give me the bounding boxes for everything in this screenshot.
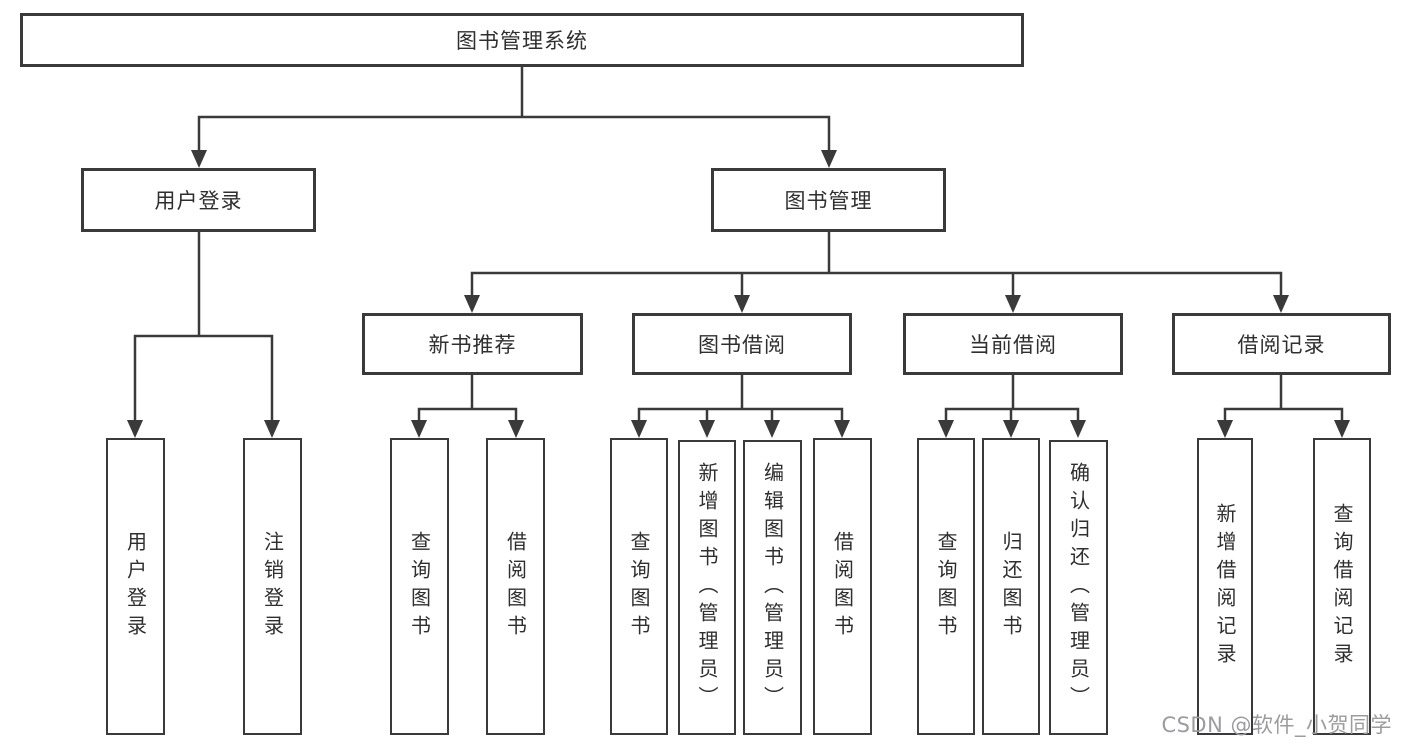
- leaf-confirm-return-admin: 确认归还（管理员）: [1049, 440, 1108, 735]
- node-current-borrowing: 当前借阅: [903, 313, 1123, 375]
- leaf-label: 查询图书: [407, 530, 432, 643]
- node-label: 图书管理: [784, 189, 873, 213]
- leaf-borrow-books: 借阅图书: [813, 438, 872, 735]
- node-user-login: 用户登录: [81, 168, 316, 232]
- leaf-query-books-recommend: 查询图书: [390, 438, 449, 735]
- leaf-user-login: 用户登录: [106, 438, 165, 735]
- watermark: CSDN @软件_小贺同学: [1161, 713, 1392, 737]
- node-label: 新书推荐: [428, 333, 517, 357]
- leaf-edit-books-admin: 编辑图书（管理员）: [743, 440, 802, 735]
- leaf-add-borrow-record: 新增借阅记录: [1197, 438, 1253, 735]
- node-borrowing-records: 借阅记录: [1172, 313, 1391, 375]
- leaf-label: 查询借阅记录: [1330, 502, 1354, 671]
- node-library-management-system: 图书管理系统: [20, 13, 1024, 67]
- node-label: 借阅记录: [1237, 333, 1326, 357]
- leaf-return-books: 归还图书: [982, 438, 1040, 735]
- leaf-label: 编辑图书（管理员）: [760, 461, 785, 714]
- node-book-management: 图书管理: [711, 168, 946, 232]
- leaf-borrow-books-recommend: 借阅图书: [486, 438, 545, 735]
- leaf-label: 查询图书: [934, 530, 958, 643]
- leaf-label: 用户登录: [123, 530, 148, 643]
- leaf-query-books-current: 查询图书: [917, 438, 975, 735]
- node-label: 图书借阅: [698, 333, 786, 357]
- node-label: 当前借阅: [969, 333, 1057, 357]
- arrowheads: [127, 150, 1350, 438]
- leaf-logout: 注销登录: [243, 438, 302, 735]
- leaf-label: 新增借阅记录: [1213, 502, 1237, 671]
- node-label: 用户登录: [154, 189, 243, 213]
- leaf-label: 确认归还（管理员）: [1066, 461, 1091, 714]
- leaf-label: 归还图书: [999, 530, 1023, 643]
- leaf-label: 新增图书（管理员）: [695, 461, 719, 714]
- leaf-label: 借阅图书: [503, 530, 528, 643]
- leaf-query-books-borrow: 查询图书: [610, 438, 668, 735]
- leaf-label: 查询图书: [627, 530, 651, 643]
- node-new-book-recommendation: 新书推荐: [362, 313, 583, 375]
- leaf-label: 注销登录: [260, 530, 285, 643]
- leaf-label: 借阅图书: [830, 530, 855, 643]
- leaf-query-borrow-record: 查询借阅记录: [1313, 438, 1371, 735]
- node-book-borrowing: 图书借阅: [632, 313, 852, 375]
- leaf-add-books-admin: 新增图书（管理员）: [678, 440, 736, 735]
- node-label: 图书管理系统: [456, 29, 588, 53]
